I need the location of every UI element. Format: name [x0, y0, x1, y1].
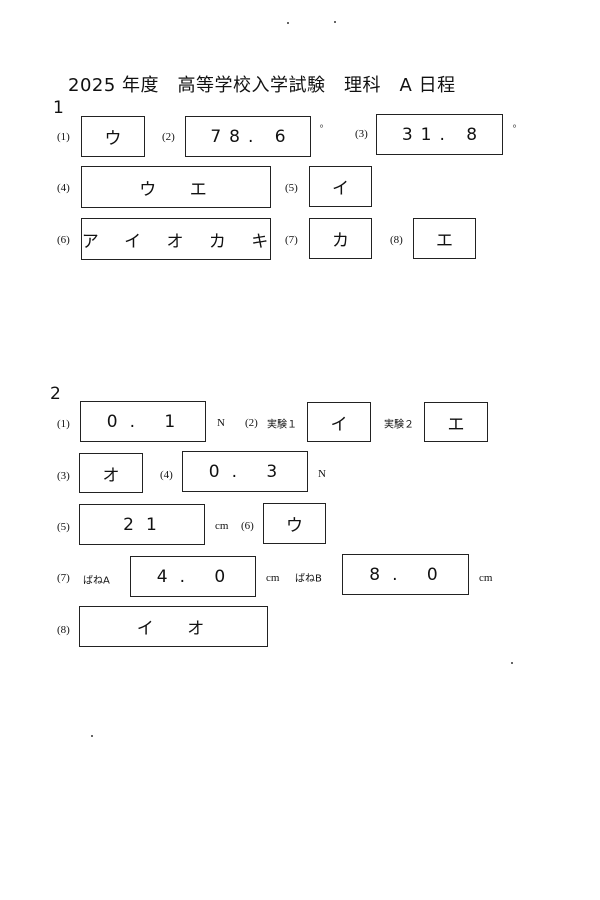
q2-2-experiment1-label: 実験１	[267, 419, 297, 431]
q2-7-label: (7)	[57, 572, 70, 584]
q2-6-answer-box: ウ	[263, 503, 326, 544]
q1-6-label: (6)	[57, 234, 70, 246]
q2-2-experiment2-label: 実験２	[384, 419, 414, 431]
q1-2-answer-box: 78. 6	[185, 116, 311, 157]
q2-7-spring-b-unit: cm	[479, 572, 493, 584]
q1-7-label: (7)	[285, 234, 298, 246]
q2-6-label: (6)	[241, 520, 254, 532]
section-2-heading: 2	[50, 384, 61, 404]
q1-4-label: (4)	[57, 182, 70, 194]
q2-2-experiment1-answer-box: イ	[307, 402, 371, 442]
scan-speck	[287, 22, 289, 24]
q2-5-answer-box: 21	[79, 504, 205, 545]
q2-3-label: (3)	[57, 470, 70, 482]
q2-7-spring-a-unit: cm	[266, 572, 280, 584]
q2-7-spring-a-answer-box: 4. 0	[130, 556, 256, 597]
q1-6-answer-box: ア イ オ カ キ	[81, 218, 271, 260]
q2-1-answer-box: 0. 1	[80, 401, 206, 442]
scan-speck	[511, 662, 513, 664]
q1-1-answer-box: ウ	[81, 116, 145, 157]
scan-speck	[334, 21, 336, 23]
q1-4-answer-box: ウ エ	[81, 166, 271, 208]
q2-8-label: (8)	[57, 624, 70, 636]
page-title: 2025 年度 高等学校入学試験 理科 A 日程	[68, 75, 456, 96]
section-1-heading: 1	[53, 98, 64, 118]
q2-3-answer-box: オ	[79, 453, 143, 493]
q1-7-answer-box: カ	[309, 218, 372, 259]
q2-5-unit: cm	[215, 520, 229, 532]
q1-3-label: (3)	[355, 128, 368, 140]
q2-4-answer-box: 0. 3	[182, 451, 308, 492]
q1-1-label: (1)	[57, 131, 70, 143]
q1-5-label: (5)	[285, 182, 298, 194]
q2-4-label: (4)	[160, 469, 173, 481]
q2-5-label: (5)	[57, 521, 70, 533]
q1-8-label: (8)	[390, 234, 403, 246]
q1-3-answer-box: 31. 8	[376, 114, 503, 155]
q2-7-spring-a-label: ばねA	[83, 575, 110, 587]
q2-2-experiment2-answer-box: エ	[424, 402, 488, 442]
q1-5-answer-box: イ	[309, 166, 372, 207]
q2-7-spring-b-label: ばねB	[295, 573, 322, 585]
q1-2-label: (2)	[162, 131, 175, 143]
q2-1-unit: N	[217, 417, 225, 429]
q2-1-label: (1)	[57, 418, 70, 430]
q2-7-spring-b-answer-box: 8. 0	[342, 554, 469, 595]
scan-speck	[91, 735, 93, 737]
q1-2-unit: °	[319, 124, 324, 135]
q2-2-label: (2)	[245, 417, 258, 429]
q1-8-answer-box: エ	[413, 218, 476, 259]
q2-8-answer-box: イ オ	[79, 606, 268, 647]
q1-3-unit: °	[512, 124, 517, 135]
q2-4-unit: N	[318, 468, 326, 480]
